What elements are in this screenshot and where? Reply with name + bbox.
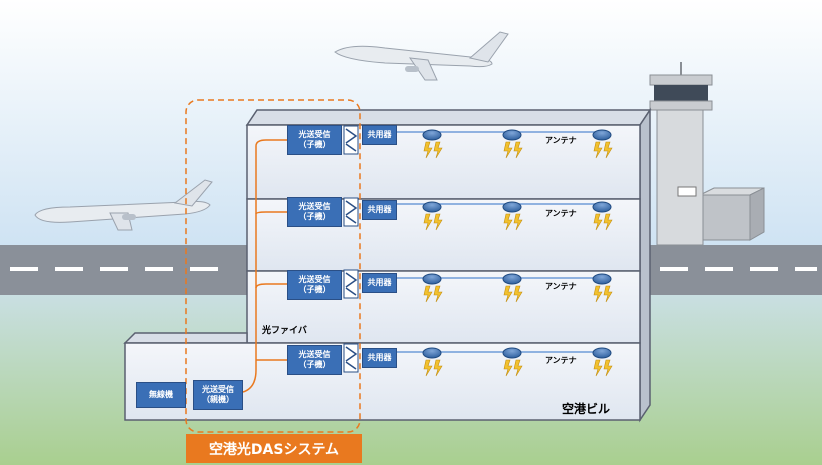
combiner-icon: [343, 197, 359, 227]
antenna-icon: [592, 273, 613, 303]
antenna-icon: [422, 273, 443, 303]
antenna-icon: [422, 201, 443, 231]
system-banner: 空港光DASシステム: [186, 434, 362, 463]
splitter-label: 共用器: [367, 353, 392, 362]
splitter-box-floor-4: 共用器: [362, 125, 397, 145]
splitter-box-floor-2: 共用器: [362, 273, 397, 293]
splitter-box-floor-1: 共用器: [362, 348, 397, 368]
unit-line2: （子機）: [298, 212, 331, 221]
antenna-icon: [502, 347, 523, 377]
antenna-icon: [502, 201, 523, 231]
unit-line1: 光送受信: [298, 275, 331, 284]
antenna-label-floor-4: アンテナ: [545, 136, 577, 145]
combiner-icon: [343, 125, 359, 155]
unit-line1: 光送受信: [298, 202, 331, 211]
unit-line1: 光送受信: [298, 350, 331, 359]
master-unit-box: 光送受信 （親機）: [193, 380, 243, 410]
antenna-label-floor-3: アンテナ: [545, 209, 577, 218]
antenna-icon: [422, 347, 443, 377]
unit-line1: 光送受信: [298, 130, 331, 139]
antenna-label-floor-1: アンテナ: [545, 356, 577, 365]
runway-markings: [10, 267, 817, 271]
splitter-label: 共用器: [367, 278, 392, 287]
antenna-icon: [422, 129, 443, 159]
antenna-icon: [592, 129, 613, 159]
unit-box-floor-4: 光送受信 （子機）: [287, 125, 342, 155]
antenna-icon: [592, 201, 613, 231]
unit-box-floor-2: 光送受信 （子機）: [287, 270, 342, 300]
unit-box-floor-1: 光送受信 （子機）: [287, 345, 342, 375]
unit-line2: （子機）: [298, 140, 331, 149]
splitter-label: 共用器: [367, 130, 392, 139]
unit-box-floor-3: 光送受信 （子機）: [287, 197, 342, 227]
system-label: 空港光DASシステム: [208, 441, 340, 458]
control-tower-icon: [649, 62, 765, 246]
airplane-icon: [334, 31, 509, 81]
splitter-label: 共用器: [367, 205, 392, 214]
radio-unit-box: 無線機: [136, 382, 186, 408]
combiner-icon: [343, 343, 359, 373]
unit-line2: （子機）: [298, 285, 331, 294]
das-system-boundary: [185, 99, 361, 433]
antenna-icon: [502, 273, 523, 303]
unit-line2: （子機）: [298, 360, 331, 369]
fiber-label: 光ファイバ: [262, 326, 307, 336]
master-line1: 光送受信: [202, 385, 234, 394]
antenna-label-floor-2: アンテナ: [545, 282, 577, 291]
antenna-icon: [592, 347, 613, 377]
master-line2: （親機）: [202, 395, 234, 404]
building-label: 空港ビル: [562, 402, 611, 416]
combiner-icon: [343, 269, 359, 299]
radio-label: 無線機: [149, 390, 173, 399]
fiber-lines: [242, 139, 287, 393]
airplane-icon: [34, 179, 213, 231]
splitter-box-floor-3: 共用器: [362, 200, 397, 220]
antenna-icon: [502, 129, 523, 159]
